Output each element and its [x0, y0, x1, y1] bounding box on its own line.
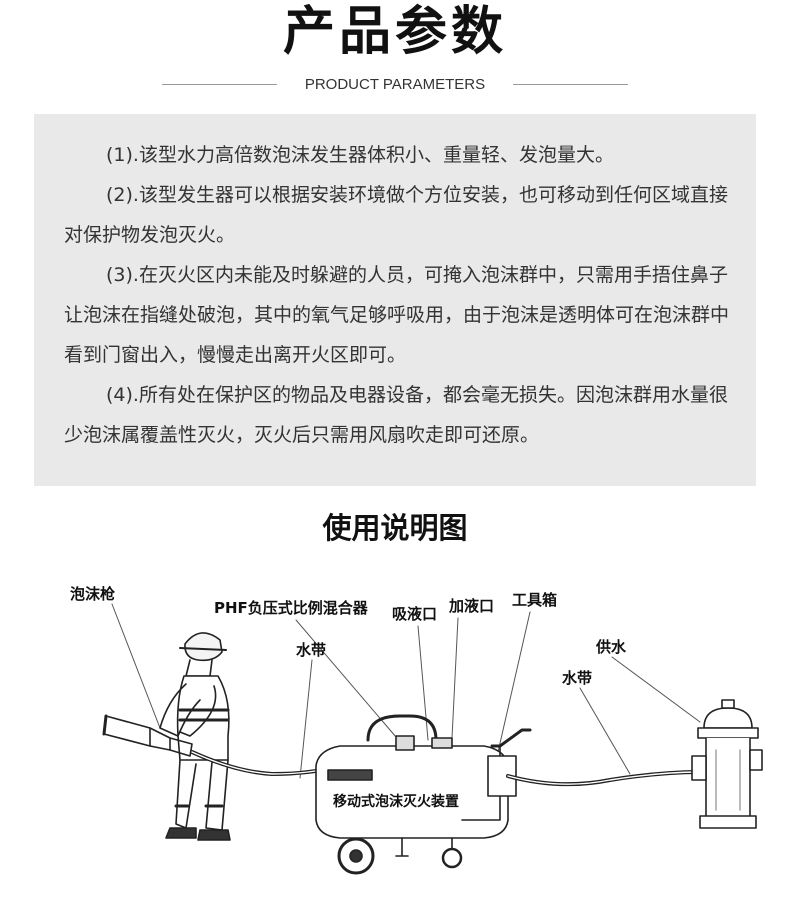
foam-unit	[315, 714, 532, 875]
label-suction-port: 吸液口	[392, 605, 438, 623]
label-phf-mixer: PHF负压式比例混合器	[214, 599, 368, 617]
parameter-paragraph-3: (3).在灭火区内未能及时躲避的人员，可掩入泡沫群中，只需用手捂住鼻子让泡沫在指…	[64, 264, 730, 366]
parameter-paragraph-1: (1).该型水力高倍数泡沫发生器体积小、重量轻、发泡量大。	[106, 144, 614, 166]
fire-hydrant	[691, 699, 763, 829]
usage-heading: 使用说明图	[322, 511, 468, 545]
firefighter-figure	[159, 632, 231, 841]
page-title: 产品参数	[282, 2, 507, 62]
usage-diagram: 泡沫枪 PHF负压式比例混合器 吸液口 加液口 工具箱 水带 供水 水带 移动式…	[0, 560, 790, 915]
parameters-panel: (1).该型水力高倍数泡沫发生器体积小、重量轻、发泡量大。 (2).该型发生器可…	[34, 114, 756, 486]
leader-lines	[111, 603, 701, 779]
foam-nozzle	[102, 714, 193, 757]
label-foam-gun: 泡沫枪	[70, 585, 116, 603]
label-toolbox: 工具箱	[512, 591, 558, 609]
label-water-supply: 供水	[596, 638, 627, 656]
subtitle-row: PRODUCT PARAMETERS	[0, 74, 790, 96]
page-subtitle: PRODUCT PARAMETERS	[304, 76, 486, 93]
divider-left	[162, 84, 277, 85]
label-device-name: 移动式泡沫灭火装置	[333, 794, 459, 810]
divider-right	[513, 84, 628, 85]
label-filling-port: 加液口	[449, 597, 495, 615]
usage-illustration	[102, 603, 763, 875]
parameter-paragraph-4: (4).所有处在保护区的物品及电器设备，都会毫无损失。因泡沫群用水量很少泡沫属覆…	[64, 384, 728, 446]
label-hose-left: 水带	[296, 641, 327, 659]
label-hose-right: 水带	[562, 669, 593, 687]
parameter-paragraph-2: (2).该型发生器可以根据安装环境做个方位安装，也可移动到任何区域直接对保护物发…	[64, 184, 728, 246]
